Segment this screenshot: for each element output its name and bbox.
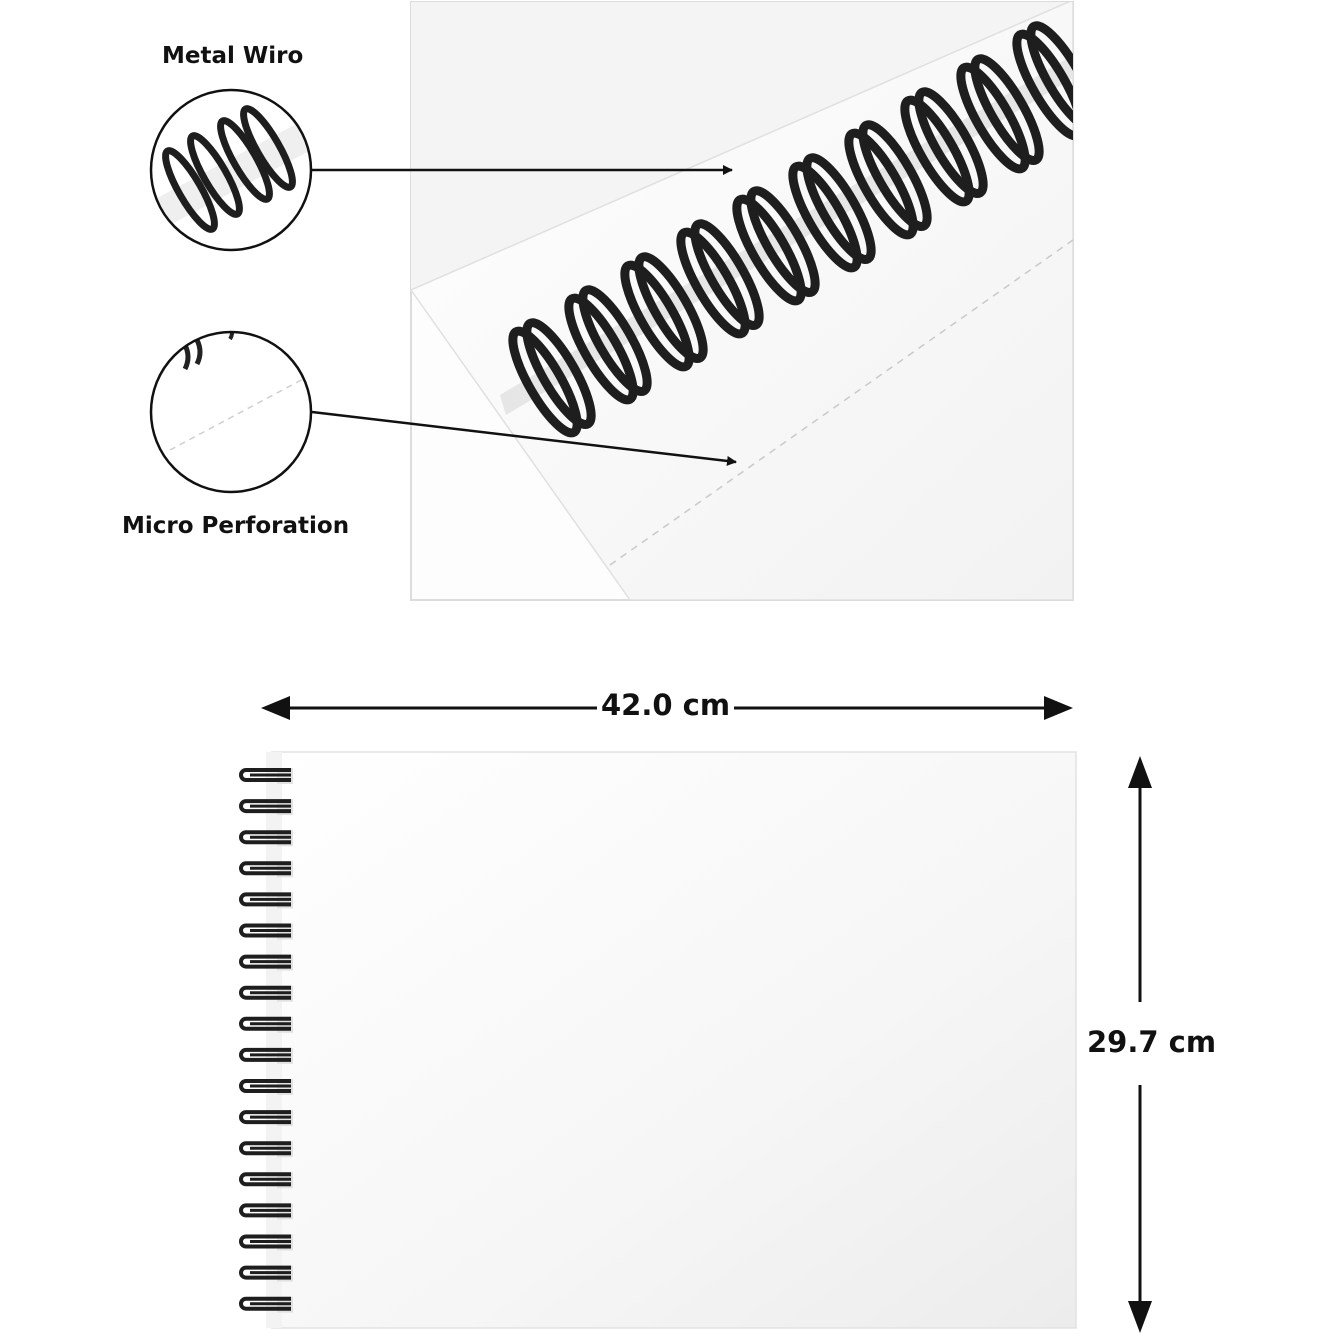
binding-loop	[239, 1296, 293, 1313]
micro-perforation-label: Micro Perforation	[122, 513, 350, 539]
binding-loop	[239, 1079, 293, 1095]
wire-loop	[522, 318, 596, 429]
wire-loop	[162, 147, 218, 233]
binding-loop	[239, 954, 293, 971]
binding-loop	[239, 799, 293, 816]
binding-loop	[239, 1016, 293, 1033]
wire-loop	[676, 227, 750, 339]
perforation-line	[609, 239, 1073, 566]
wire-loop	[788, 161, 862, 273]
binding-loop	[239, 1141, 293, 1158]
binding-loop	[239, 1047, 293, 1064]
perforation-pointer-arrow	[311, 410, 737, 466]
wire-loop	[732, 194, 806, 306]
wire-loop	[690, 219, 764, 330]
wire-loop	[746, 186, 820, 297]
wire-loop	[1026, 21, 1073, 132]
binding-loop	[239, 768, 293, 784]
perforation-callout-circle	[149, 330, 313, 494]
binding-loop	[239, 892, 293, 909]
wire-loop	[578, 285, 652, 396]
wire-loop	[1012, 29, 1073, 141]
binding-loop	[239, 1110, 293, 1127]
sketchbook-front-view	[239, 751, 1077, 1329]
binding-loop	[239, 923, 293, 940]
wire-loop	[508, 326, 582, 438]
wiro-callout-circle	[149, 88, 313, 252]
wire-loop	[844, 128, 918, 240]
width-dimension-label: 42.0 cm	[597, 688, 735, 722]
spiral-zoom-view	[410, 1, 1074, 601]
wire-loops	[508, 21, 1073, 438]
height-dimension-arrow	[1128, 756, 1152, 1333]
metal-wiro-label: Metal Wiro	[162, 43, 304, 69]
wire-loop	[900, 95, 974, 207]
wire-loop	[970, 54, 1044, 165]
binding-loop	[239, 985, 293, 1002]
side-spiral-binding	[239, 768, 293, 1313]
binding-loop	[239, 830, 293, 847]
wire-loop	[956, 62, 1030, 174]
binding-loop	[239, 861, 293, 878]
wire-loop	[240, 105, 296, 191]
wire-loop	[187, 132, 243, 218]
wire-loop	[634, 252, 708, 363]
binding-loop	[239, 1265, 293, 1282]
height-dimension-label: 29.7 cm	[1083, 1025, 1221, 1059]
binding-loop	[239, 1172, 293, 1189]
wire-loop	[914, 87, 988, 198]
wire-loop	[564, 293, 638, 405]
wire-loop	[802, 153, 876, 264]
wire-loop	[858, 120, 932, 231]
wire-loop	[620, 260, 694, 372]
binding-loop	[239, 1234, 293, 1251]
wire-loop	[217, 117, 273, 203]
binding-loop	[239, 1203, 293, 1220]
